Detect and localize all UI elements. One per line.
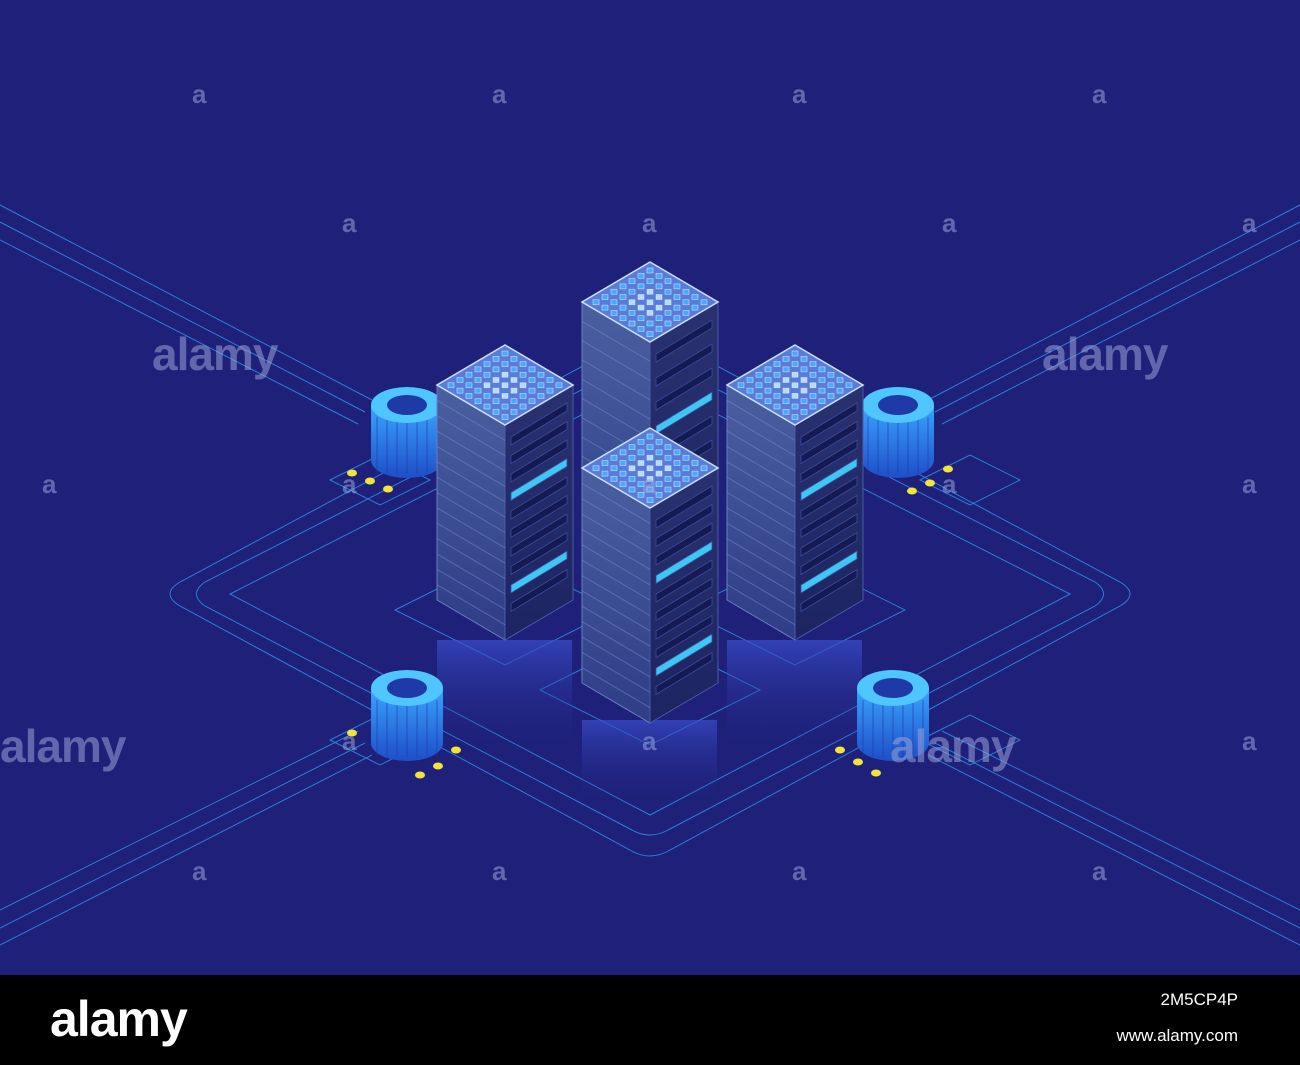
watermark-mark: a [1242, 469, 1257, 499]
server-rack [725, 344, 865, 641]
network-line [196, 354, 1104, 836]
server-racks [435, 261, 865, 724]
network-line [0, 730, 359, 911]
watermark-mark: a [342, 726, 357, 756]
rack-floor-glow [437, 640, 862, 810]
watermark-text: alamy [152, 328, 279, 380]
network-line [927, 204, 1300, 401]
watermark-mark: a [942, 208, 957, 238]
network-line [0, 742, 366, 929]
watermark-mark: a [642, 726, 657, 756]
watermark-text: alamy [890, 720, 1017, 772]
watermark-mark: a [1242, 208, 1257, 238]
connector-dots [347, 465, 953, 779]
footer-bar: alamy 2M5CP4P www.alamy.com [0, 975, 1300, 1065]
node-dot [347, 729, 357, 737]
watermark-mark: a [192, 856, 207, 886]
watermark-mark: a [642, 208, 657, 238]
network-line [934, 742, 1300, 929]
pad-outline [918, 714, 1022, 766]
node-dot [835, 746, 845, 754]
network-line [228, 379, 1072, 816]
storage-cylinders [371, 387, 934, 761]
site-url-label[interactable]: www.alamy.com [1116, 1026, 1238, 1045]
illustration-stage: alamy alamy alamy alamy a a a a a a a a a a a a a a a a a a a a [0, 79, 1300, 946]
node-dot [925, 479, 935, 487]
watermark-mark: a [642, 469, 657, 499]
image-id-label: 2M5CP4P [1160, 990, 1238, 1009]
glow [437, 640, 572, 760]
logo-text: alamy [50, 991, 188, 1047]
watermark-mark: a [1092, 856, 1107, 886]
watermark-mark: a [492, 79, 507, 109]
watermark-mark: a [942, 469, 957, 499]
glow [582, 720, 717, 810]
pad-outline [918, 454, 1022, 506]
network-line [941, 730, 1300, 911]
node-dot [943, 465, 953, 473]
watermark-text: alamy [0, 720, 127, 772]
watermark-mark: a [342, 469, 357, 499]
watermark-mark: a [792, 856, 807, 886]
watermark-mark: a [492, 856, 507, 886]
storage-cylinder [371, 670, 443, 761]
network-line [0, 754, 373, 946]
alamy-logo[interactable]: alamy [50, 989, 188, 1049]
watermark-mark: a [42, 469, 57, 499]
node-dot [347, 469, 357, 477]
watermark-text: alamy [1042, 328, 1169, 380]
node-dot [415, 771, 425, 779]
node-dot [383, 485, 393, 493]
pad-outline [328, 454, 432, 506]
watermark-mark: a [1092, 79, 1107, 109]
isometric-data-center-illustration: alamy alamy alamy alamy a a a a a a a a a a a a a a a a a a a a [0, 79, 1300, 946]
storage-cylinder [371, 387, 443, 478]
node-dot [451, 746, 461, 754]
watermark-mark: a [342, 208, 357, 238]
network-line [0, 239, 359, 425]
node-dot [853, 758, 863, 766]
network-line [927, 754, 1300, 946]
watermark-mark: a [1242, 726, 1257, 756]
network-line [169, 329, 1131, 857]
storage-cylinder [857, 670, 929, 761]
network-line [0, 221, 366, 413]
watermark-mark: a [792, 79, 807, 109]
watermark-layer: alamy alamy alamy alamy a a a a a a a a a a a a a a a a a a a a [0, 79, 1257, 886]
glow [727, 640, 862, 760]
network-line [934, 221, 1300, 413]
server-rack [435, 344, 575, 641]
server-rack [580, 427, 720, 724]
node-dot [871, 769, 881, 777]
node-dot [365, 477, 375, 485]
network-line [0, 204, 373, 401]
storage-cylinder [862, 387, 934, 478]
network-line [941, 239, 1300, 425]
node-dot [907, 487, 917, 495]
watermark-mark: a [192, 79, 207, 109]
node-dot [433, 762, 443, 770]
